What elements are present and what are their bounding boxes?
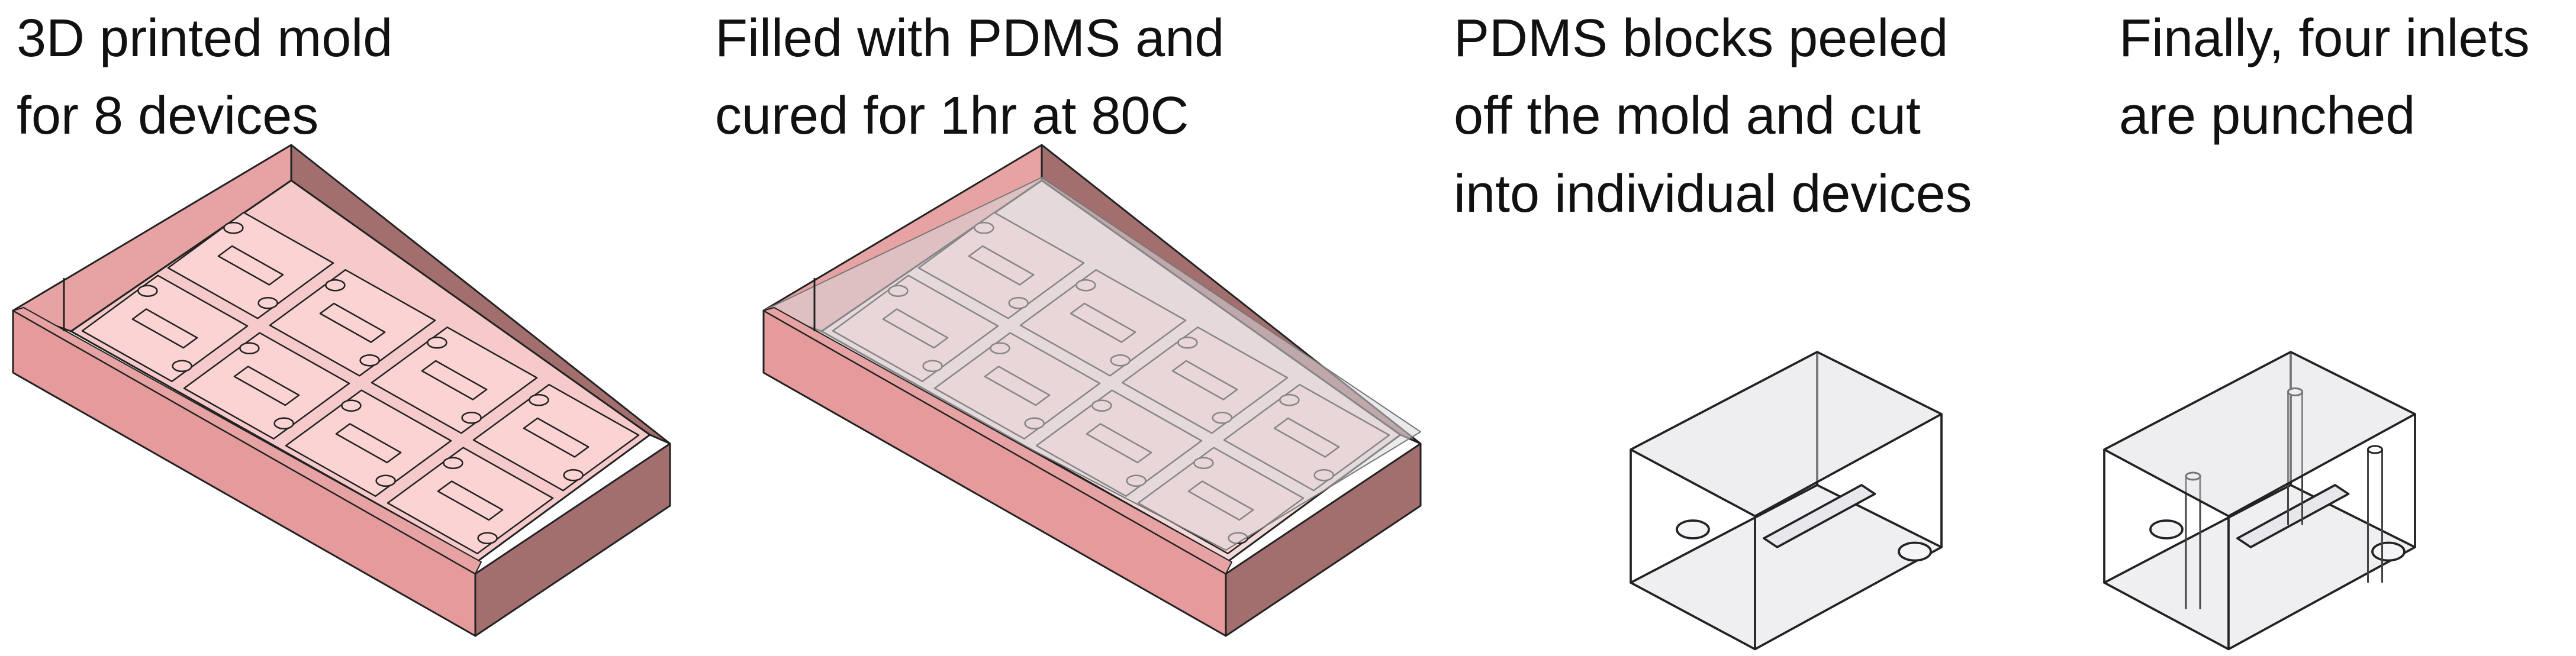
pdms-fill	[763, 177, 1421, 551]
caption-line: Filled with PDMS and	[715, 9, 1225, 68]
inlet-post	[257, 296, 278, 309]
inlet-post	[443, 457, 463, 470]
caption-line: into individual devices	[1454, 164, 1972, 224]
inlet-post	[427, 337, 447, 349]
inlet-post	[341, 399, 362, 412]
caption-line: off the mold and cut	[1454, 86, 1921, 146]
inlet-post	[529, 394, 549, 406]
inlet-post	[273, 417, 294, 429]
inlet-post	[359, 354, 380, 367]
inlet-post	[325, 279, 346, 292]
device-port	[1676, 519, 1710, 539]
inlet-post	[172, 360, 192, 372]
device-port	[2371, 541, 2406, 562]
device-bottom-face	[1630, 484, 1943, 651]
inlet-post	[137, 285, 158, 298]
caption-line: for 8 devices	[17, 86, 319, 146]
caption-step-1: 3D printed mold for 8 devices	[17, 0, 392, 156]
channel-bar	[319, 302, 386, 343]
channel-bar	[523, 417, 590, 458]
caption-line: cured for 1hr at 80C	[715, 86, 1189, 146]
filled-mold-illustration	[762, 144, 1422, 637]
inlet-post	[239, 342, 260, 355]
mold-rim	[763, 307, 1232, 574]
caption-line: are punched	[2119, 86, 2416, 146]
channel-bar	[233, 366, 300, 406]
punched-device-illustration	[2103, 351, 2416, 651]
mold-side-wall	[1225, 442, 1422, 637]
punched-inlet	[2287, 387, 2303, 396]
caption-line: Finally, four inlets	[2119, 9, 2530, 68]
inlet-post	[477, 532, 498, 544]
caption-line: 3D printed mold	[17, 9, 393, 68]
inlet-post	[461, 411, 482, 424]
caption-line: PDMS blocks peeled	[1454, 9, 1949, 68]
device-port	[1898, 541, 1932, 562]
device-channel	[1763, 484, 1876, 548]
caption-step-2: Filled with PDMS and cured for 1hr at 80…	[715, 0, 1224, 156]
inlet-post	[563, 468, 584, 482]
mold-side-wall	[474, 442, 671, 637]
device-top-face	[2103, 351, 2416, 518]
channel-bar	[217, 245, 284, 286]
channel-bar	[335, 423, 402, 464]
pdms-device-illustration	[1630, 351, 1943, 651]
mold-rim	[12, 307, 482, 574]
punched-inlet	[2185, 471, 2201, 481]
inlet-post	[223, 222, 244, 234]
caption-step-3: PDMS blocks peeled off the mold and cut …	[1454, 0, 1972, 233]
mold-illustration	[12, 144, 671, 637]
punched-inlet	[2367, 445, 2383, 454]
caption-step-4: Finally, four inlets are punched	[2119, 0, 2530, 156]
inlet-post	[375, 474, 396, 487]
device-top-face	[1630, 351, 1943, 518]
channel-bar	[421, 360, 488, 400]
mold-inner-wall-right	[290, 144, 671, 445]
channel-bar	[437, 480, 504, 521]
device-port	[2149, 519, 2184, 539]
channel-bar	[131, 308, 198, 349]
